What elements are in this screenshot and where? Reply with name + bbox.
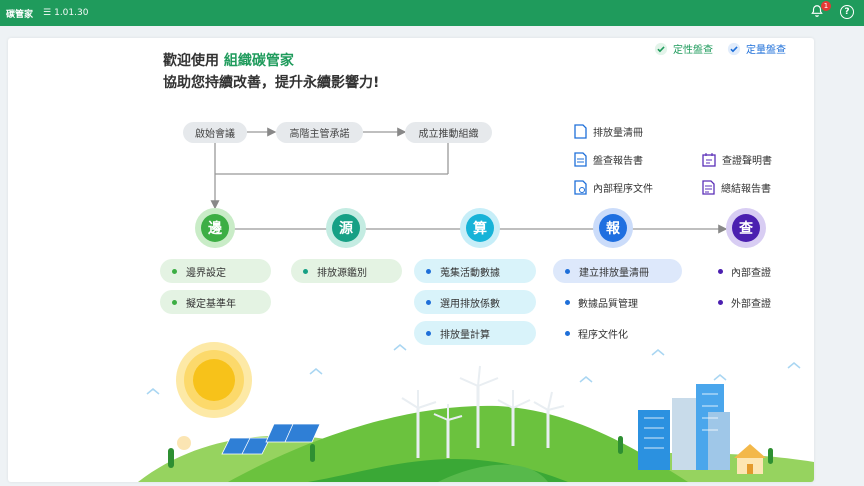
bullet-dot <box>565 268 570 274</box>
document-emission-inventory-label: 排放量清冊 <box>593 128 643 139</box>
step-form-committee[interactable]: 成立推動組織 <box>405 122 492 143</box>
bullet-dot <box>172 299 177 305</box>
welcome-title: 歡迎使用 組織碳管家 <box>163 50 294 70</box>
task-documentation[interactable]: 程序文件化 <box>565 326 628 341</box>
document-verification-statement[interactable]: 查證聲明書 <box>702 152 772 167</box>
task-external-verification-label: 外部查證 <box>731 299 771 310</box>
stage-calculate-label: 算 <box>466 214 494 242</box>
check-icon <box>727 42 741 55</box>
green-energy-illustration <box>138 342 814 482</box>
task-emission-calculation[interactable]: 排放量計算 <box>414 321 536 345</box>
stage-source[interactable]: 源 <box>326 208 366 248</box>
task-baseline-year[interactable]: 擬定基準年 <box>160 290 271 314</box>
qualitative-mode-label: 定性盤查 <box>673 45 713 56</box>
task-build-inventory-label: 建立排放量清冊 <box>579 267 649 279</box>
notification-badge: 1 <box>821 1 831 11</box>
stage-report[interactable]: 報 <box>593 208 633 248</box>
stage-source-label: 源 <box>332 214 360 242</box>
task-boundary-setting[interactable]: 邊界設定 <box>160 259 271 283</box>
main-card: 歡迎使用 組織碳管家 協助您持續改善，提升永續影響力! 定性盤查 定量盤查 啟始… <box>8 38 814 482</box>
document-internal-procedures[interactable]: 內部程序文件 <box>574 180 653 195</box>
bullet-dot <box>303 268 308 274</box>
task-build-inventory[interactable]: 建立排放量清冊 <box>553 259 682 283</box>
task-source-identification[interactable]: 排放源鑑別 <box>291 259 402 283</box>
task-documentation-label: 程序文件化 <box>578 330 628 341</box>
task-collect-activity-data[interactable]: 蒐集活動數據 <box>414 259 536 283</box>
bullet-dot <box>718 300 723 305</box>
document-summary-report-label: 總結報告書 <box>721 184 771 195</box>
task-internal-verification-label: 內部查證 <box>731 268 771 279</box>
stage-boundary-label: 邊 <box>201 214 229 242</box>
inventory-modes: 定性盤查 定量盤查 <box>654 41 786 56</box>
task-boundary-setting-label: 邊界設定 <box>186 267 226 279</box>
flow-connectors <box>210 127 728 234</box>
document-inventory-report-label: 盤查報告書 <box>593 156 643 167</box>
task-source-identification-label: 排放源鑑別 <box>317 267 367 279</box>
quantitative-mode-label: 定量盤查 <box>746 45 786 56</box>
procedure-doc-icon <box>574 180 587 195</box>
bell-icon <box>811 5 823 17</box>
quantitative-mode-button[interactable]: 定量盤查 <box>727 41 786 56</box>
task-data-quality-label: 數據品質管理 <box>578 299 638 310</box>
qualitative-mode-button[interactable]: 定性盤查 <box>654 41 713 56</box>
task-collect-activity-data-label: 蒐集活動數據 <box>440 267 500 279</box>
stage-calculate[interactable]: 算 <box>460 208 500 248</box>
app-title: 碳管家 <box>6 9 34 20</box>
stage-boundary[interactable]: 邊 <box>195 208 235 248</box>
report-icon <box>574 152 587 167</box>
task-emission-factors-label: 選用排放係數 <box>440 298 500 310</box>
step-kickoff-meeting[interactable]: 啟始會議 <box>183 122 247 143</box>
bullet-dot <box>718 269 723 274</box>
welcome-subtitle: 協助您持續改善，提升永續影響力! <box>163 75 380 91</box>
bullet-dot <box>426 268 431 274</box>
stage-verify[interactable]: 查 <box>726 208 766 248</box>
document-inventory-report[interactable]: 盤查報告書 <box>574 152 643 167</box>
task-internal-verification[interactable]: 內部查證 <box>718 264 771 279</box>
help-button[interactable]: ? <box>840 5 854 19</box>
version-info: ☰ 1.01.30 <box>43 8 88 18</box>
verification-icon <box>702 153 716 167</box>
bullet-dot <box>172 268 177 274</box>
task-emission-calculation-label: 排放量計算 <box>440 329 490 341</box>
welcome-prefix: 歡迎使用 <box>163 53 224 69</box>
notification-button[interactable]: 1 <box>810 1 831 20</box>
brand-name: 組織碳管家 <box>223 53 294 69</box>
check-icon <box>654 42 668 55</box>
task-external-verification[interactable]: 外部查證 <box>718 295 771 310</box>
bullet-dot <box>565 331 570 336</box>
document-internal-procedures-label: 內部程序文件 <box>593 184 653 195</box>
list-icon: ☰ <box>43 8 52 18</box>
top-bar: 碳管家 ☰ 1.01.30 1 ? <box>0 0 864 26</box>
bullet-dot <box>426 330 431 336</box>
document-emission-inventory[interactable]: 排放量清冊 <box>574 124 643 139</box>
stage-verify-label: 查 <box>732 214 760 242</box>
stage-report-label: 報 <box>599 214 627 242</box>
bullet-dot <box>565 300 570 305</box>
document-verification-statement-label: 查證聲明書 <box>722 156 772 167</box>
summary-report-icon <box>702 180 715 195</box>
task-baseline-year-label: 擬定基準年 <box>186 298 236 310</box>
question-icon: ? <box>844 7 850 17</box>
document-icon <box>574 124 587 139</box>
task-emission-factors[interactable]: 選用排放係數 <box>414 290 536 314</box>
document-summary-report[interactable]: 總結報告書 <box>702 180 771 195</box>
bullet-dot <box>426 299 431 305</box>
step-executive-commitment[interactable]: 高階主管承諾 <box>276 122 363 143</box>
version-number: 1.01.30 <box>54 8 89 18</box>
task-data-quality[interactable]: 數據品質管理 <box>565 295 638 310</box>
